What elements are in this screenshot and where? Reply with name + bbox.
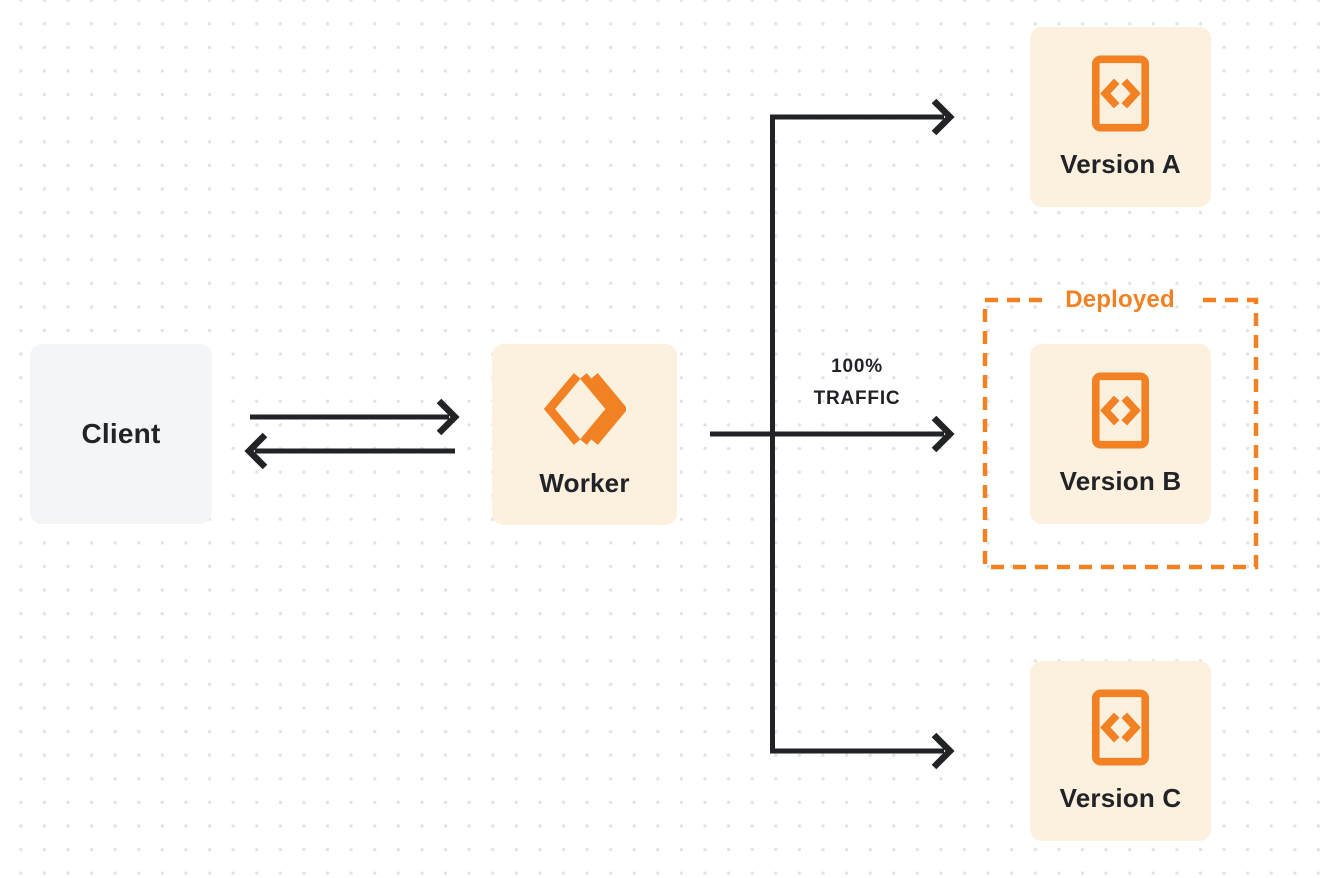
arrow-branch-to-version-c xyxy=(770,732,955,770)
code-file-icon xyxy=(1092,55,1149,132)
arrow-branch-to-version-a xyxy=(770,98,955,136)
node-version-a: Version A xyxy=(1030,27,1211,207)
node-label-client: Client xyxy=(81,418,161,449)
code-file-icon xyxy=(1092,372,1149,449)
arrow-worker-to-client xyxy=(244,432,455,470)
node-label-version-c: Version C xyxy=(1059,782,1182,813)
arrow-client-to-worker xyxy=(250,398,460,436)
node-client: Client xyxy=(30,344,212,524)
node-label-version-a: Version A xyxy=(1060,148,1181,179)
node-label-version-b: Version B xyxy=(1059,465,1182,496)
deployed-badge-label: Deployed xyxy=(1065,286,1175,313)
code-file-icon xyxy=(1092,689,1149,766)
node-worker: Worker xyxy=(492,344,677,525)
arrow-worker-to-version-b xyxy=(710,415,955,453)
traffic-percentage: 100% xyxy=(831,356,883,377)
node-label-worker: Worker xyxy=(539,468,630,498)
traffic-edge-label: 100% TRAFFIC xyxy=(814,351,901,415)
node-version-c: Version C xyxy=(1030,661,1211,841)
traffic-word: TRAFFIC xyxy=(813,388,901,409)
cloudflare-workers-icon xyxy=(543,370,626,448)
node-version-b: Version B xyxy=(1030,344,1211,524)
